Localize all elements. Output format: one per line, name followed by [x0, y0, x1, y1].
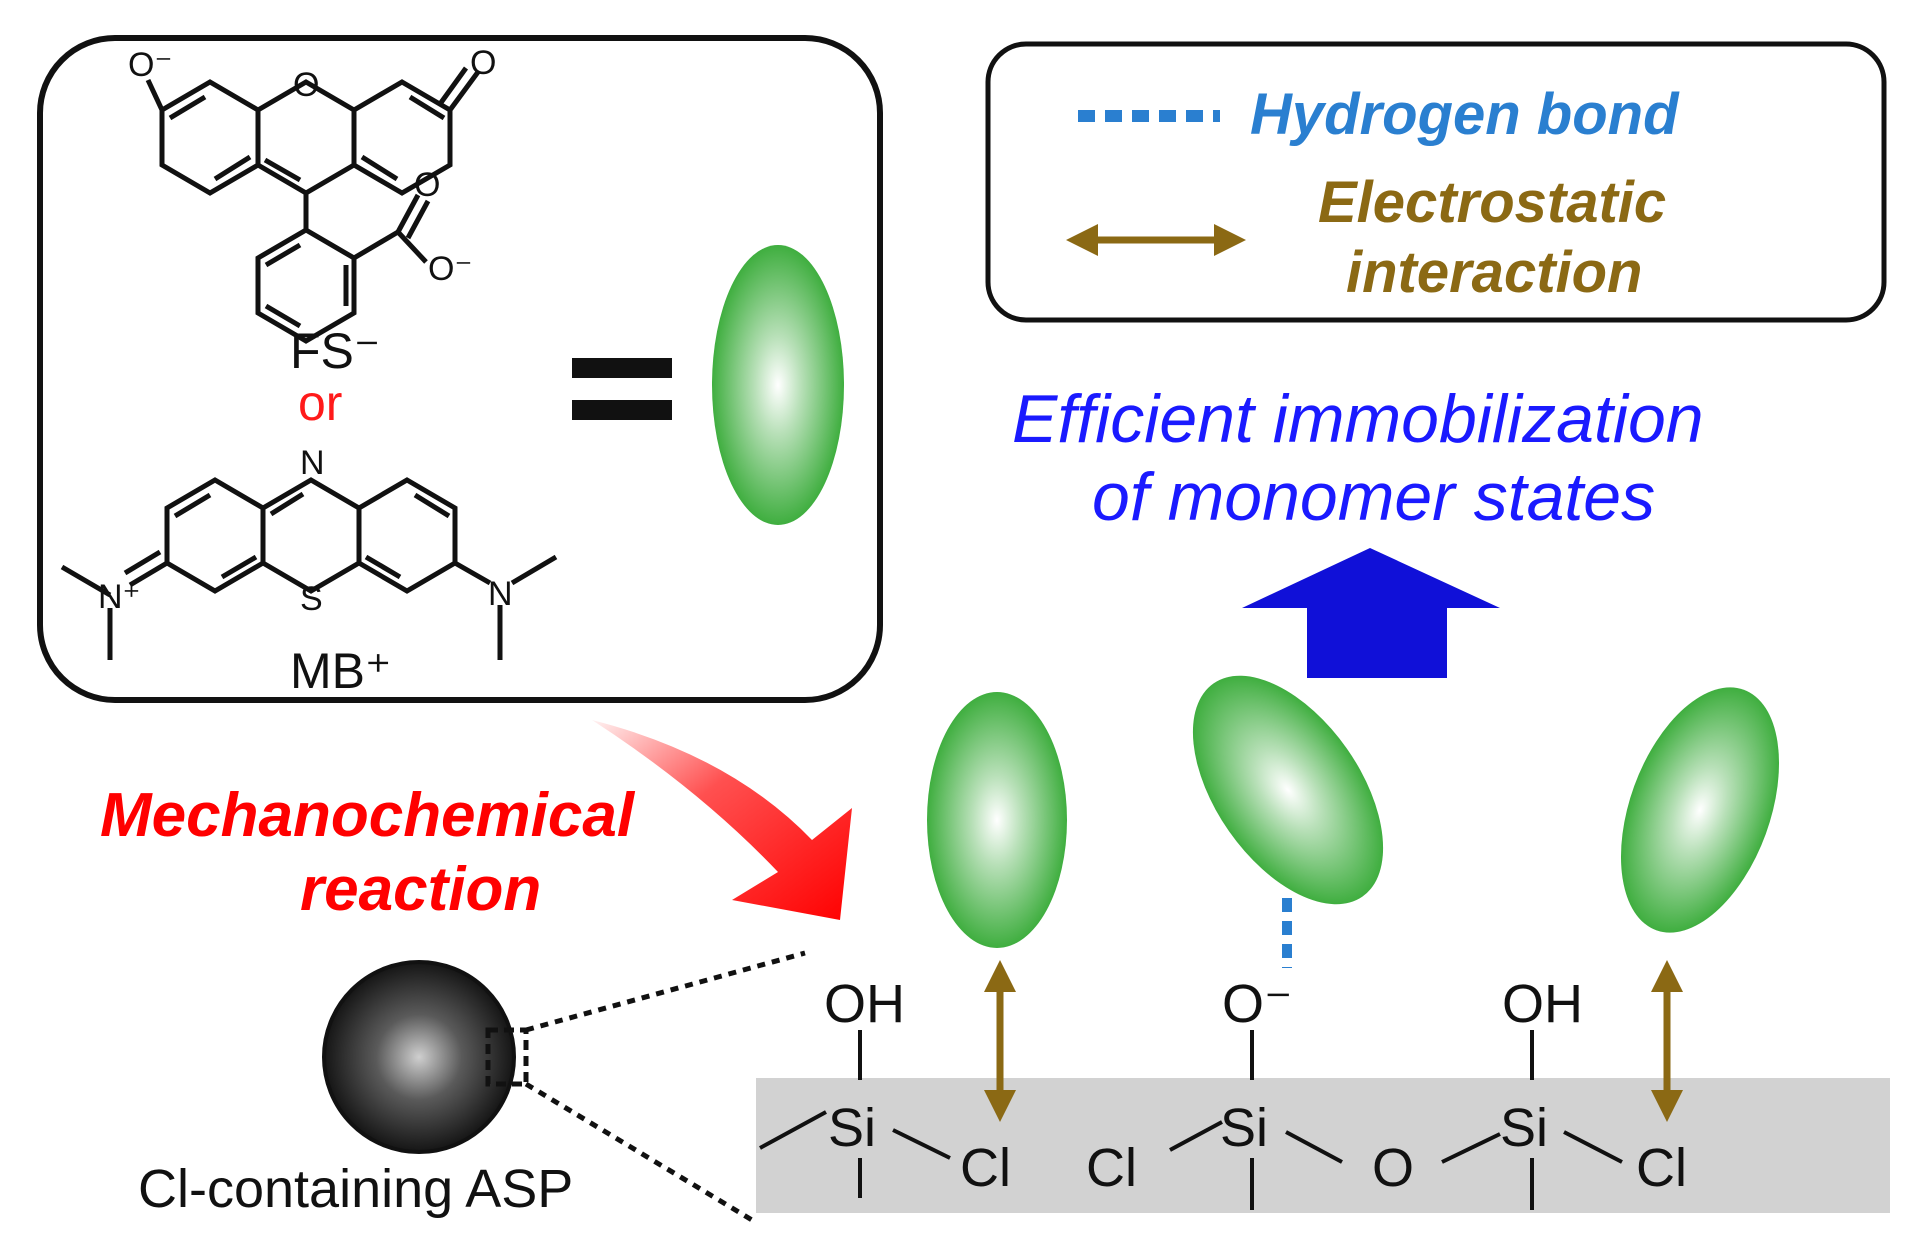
electrostatic-arrow-1: [984, 960, 1016, 1122]
dye-box: [37, 35, 883, 703]
fs-carboxyl-ominus: O⁻: [428, 250, 472, 288]
surface-ominus: O⁻: [1222, 974, 1293, 1034]
surface-cl-1: Cl: [960, 1138, 1011, 1198]
equals-sign: [572, 358, 672, 420]
dye-particle-symbol: [712, 245, 844, 525]
zoom-line-top: [525, 950, 806, 1033]
mb-label: MB⁺: [290, 643, 391, 699]
surface-o-bridge: O: [1372, 1138, 1414, 1198]
electrostatic-legend-arrow: [1066, 224, 1246, 256]
reaction-text-line1: Mechanochemical: [100, 781, 636, 850]
fluorescein-structure: [145, 66, 481, 344]
fs-ketone-oxygen: O: [470, 44, 496, 82]
reaction-arrow: [592, 720, 852, 920]
surface-cl-3: Cl: [1636, 1138, 1687, 1198]
result-text-line2: of monomer states: [1092, 459, 1655, 535]
surface-oh-1: OH: [824, 974, 905, 1034]
asp-particle: [322, 960, 516, 1154]
hydrogen-bond-legend-text: Hydrogen bond: [1250, 82, 1680, 147]
mb-left-amine: N⁺: [98, 578, 141, 616]
surface-oh-2: OH: [1502, 974, 1583, 1034]
mb-ring-nitrogen: N: [300, 444, 325, 482]
particle-label: Cl-containing ASP: [138, 1159, 573, 1219]
surface-si-3: Si: [1500, 1098, 1548, 1158]
adsorbed-dye-3: [1620, 687, 1780, 933]
zoom-region: [485, 1027, 529, 1087]
fs-ring-oxygen: O: [293, 66, 319, 104]
electrostatic-arrow-2: [1651, 960, 1683, 1122]
surface-si-1: Si: [828, 1098, 876, 1158]
electrostatic-legend-text-2: interaction: [1346, 240, 1643, 305]
adsorbed-dye-1: [927, 692, 1067, 948]
fs-carboxyl-oxygen: O: [414, 166, 440, 204]
reaction-text-line2: reaction: [300, 855, 541, 924]
adsorbed-dye-2: [1192, 675, 1384, 905]
electrostatic-legend-text-1: Electrostatic: [1318, 170, 1666, 235]
legend-box: [985, 41, 1887, 323]
or-label: or: [298, 375, 342, 431]
surface-bonds: [759, 1030, 1623, 1210]
mb-right-amine: N: [488, 575, 513, 613]
upward-arrow: [1242, 548, 1500, 678]
methylene-blue-structure: [60, 477, 558, 660]
surface-cl-2: Cl: [1086, 1138, 1137, 1198]
fs-label: FS⁻: [290, 323, 380, 379]
fs-phenolate-oxygen: O⁻: [128, 46, 172, 84]
mb-ring-sulfur: S: [300, 580, 323, 618]
silica-surface: [756, 1078, 1890, 1213]
surface-si-2: Si: [1220, 1098, 1268, 1158]
result-text-line1: Efficient immobilization: [1012, 381, 1704, 457]
